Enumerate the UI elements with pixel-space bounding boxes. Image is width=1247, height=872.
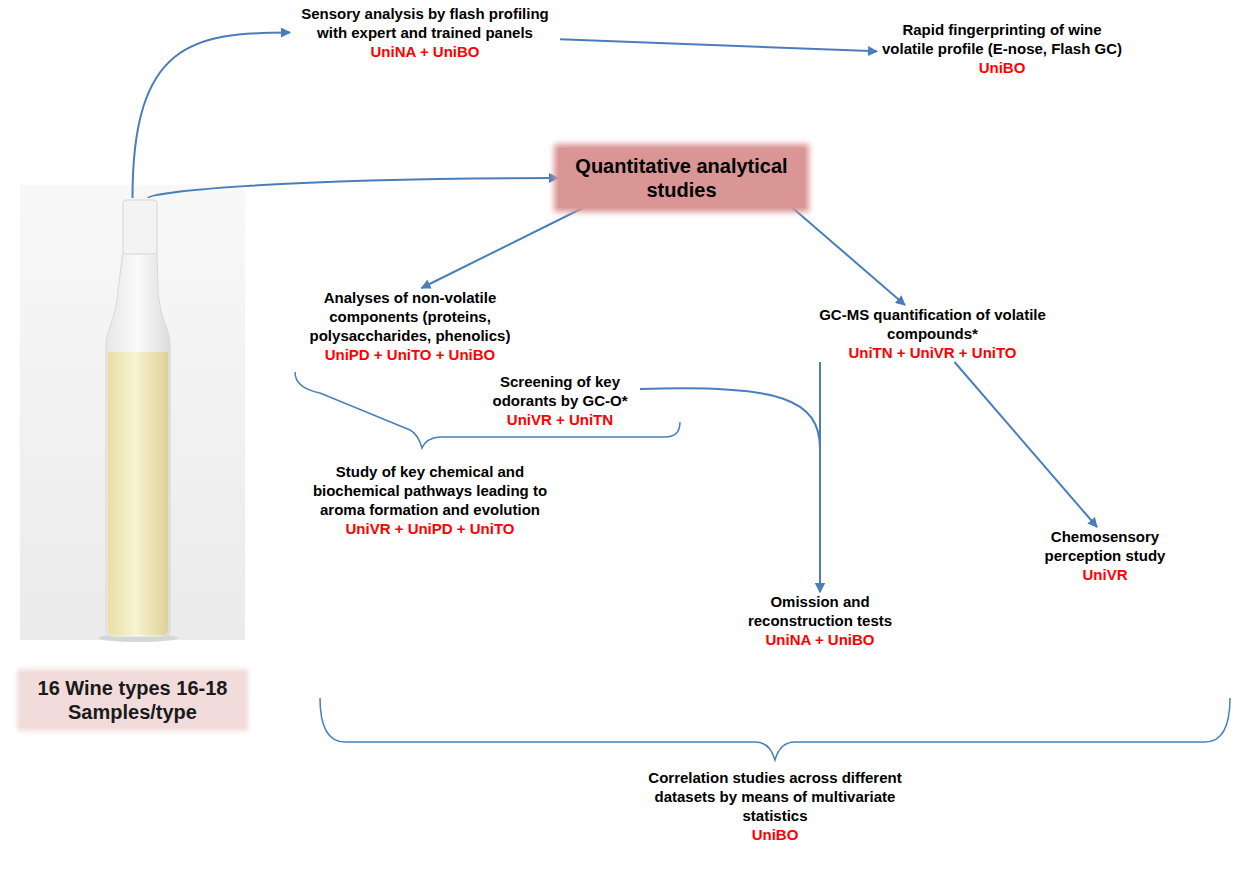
node-text: Quantitative analytical studies	[568, 154, 795, 202]
brace	[295, 372, 680, 448]
arrow-connector	[422, 208, 583, 288]
node-text: Analyses of non-volatile components (pro…	[295, 288, 525, 345]
institution-text: UniNA + UniBO	[725, 630, 915, 649]
brace	[320, 698, 1230, 760]
institution-text: UniTN + UniVR + UniTO	[795, 343, 1070, 362]
task-label: GC-MS quantification of volatile compoun…	[795, 305, 1070, 362]
node-text: Omission and reconstruction tests	[725, 592, 915, 630]
node-text: Correlation studies across different dat…	[640, 768, 910, 825]
node-text: Rapid fingerprinting of wine volatile pr…	[877, 20, 1127, 58]
task-label: Chemosensory perception studyUniVR	[1025, 527, 1185, 584]
node-text: Screening of key odorants by GC-O*	[480, 372, 640, 410]
task-label: Omission and reconstruction testsUniNA +…	[725, 592, 915, 649]
institution-text: UniBO	[640, 825, 910, 844]
institution-text: UniNA + UniBO	[290, 42, 560, 61]
process-box: Quantitative analytical studies	[558, 148, 805, 208]
bottle-cap	[123, 200, 157, 254]
arrow-connector	[560, 39, 877, 51]
task-label: Screening of key odorants by GC-O*UniVR …	[480, 372, 640, 429]
arrow-connector	[793, 208, 905, 305]
node-text: Study of key chemical and biochemical pa…	[300, 462, 560, 519]
arrow-connector	[133, 33, 291, 199]
node-text: Chemosensory perception study	[1025, 527, 1185, 565]
bottle-panel	[20, 185, 245, 640]
node-text: GC-MS quantification of volatile compoun…	[795, 305, 1070, 343]
arrow-connector	[640, 388, 820, 592]
sample-box: 16 Wine types 16-18 Samples/type	[20, 198, 245, 728]
arrow-connector	[148, 178, 558, 198]
institution-text: UniPD + UniTO + UniBO	[295, 345, 525, 364]
institution-text: UniBO	[877, 58, 1127, 77]
node-text: 16 Wine types 16-18 Samples/type	[20, 672, 245, 728]
institution-text: UniVR + UniPD + UniTO	[300, 519, 560, 538]
bottle-wine	[108, 352, 168, 635]
institution-text: UniVR + UniTN	[480, 410, 640, 429]
node-text: Sensory analysis by flash profiling with…	[290, 4, 560, 42]
institution-text: UniVR	[1025, 565, 1185, 584]
task-label: Correlation studies across different dat…	[640, 768, 910, 844]
arrow-connector	[955, 362, 1098, 527]
task-label: Study of key chemical and biochemical pa…	[300, 462, 560, 538]
task-label: Rapid fingerprinting of wine volatile pr…	[877, 20, 1127, 77]
bottle-glass	[106, 252, 170, 637]
task-label: Sensory analysis by flash profiling with…	[290, 4, 560, 61]
task-label: Analyses of non-volatile components (pro…	[295, 288, 525, 364]
